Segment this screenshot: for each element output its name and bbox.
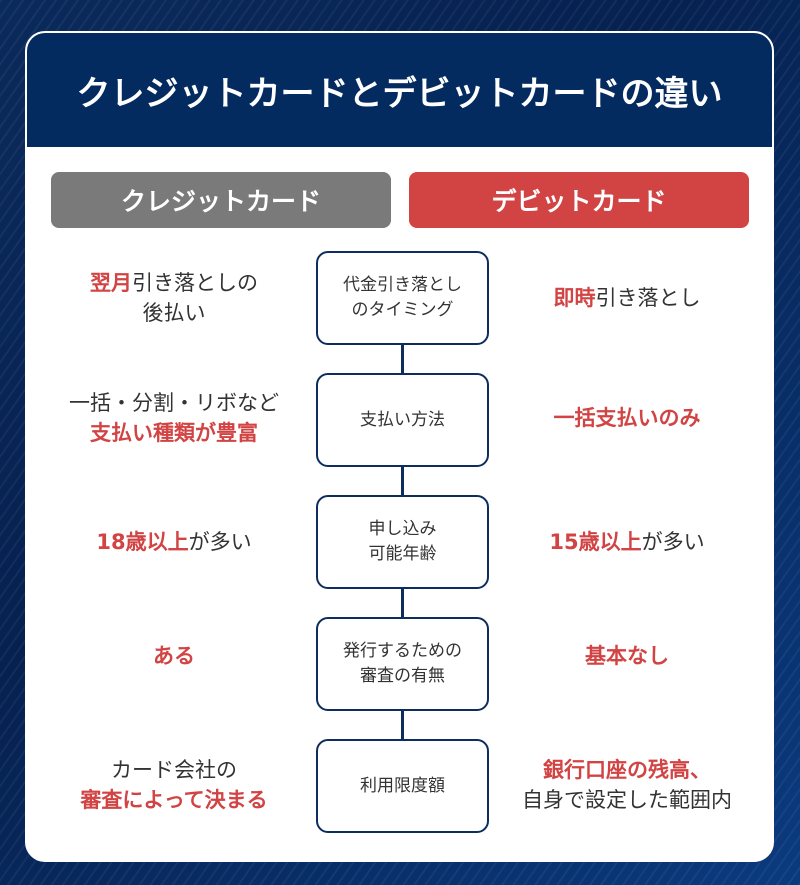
debit-value-credit-limit: 銀行口座の残高、 自身で設定した範囲内 <box>487 755 767 816</box>
highlight-text: ある <box>153 644 195 668</box>
plain-text: カード会社の <box>111 758 237 782</box>
plain-text: 自身で設定した範囲内 <box>522 788 732 813</box>
connector-line <box>401 343 404 375</box>
credit-value-eligible-age: 18歳以上が多い <box>39 527 309 557</box>
plain-text: 一括・分割・リボなど <box>69 391 279 415</box>
highlight-text: 基本なし <box>585 644 669 668</box>
highlight-text: 一括支払いのみ <box>553 406 701 430</box>
connector-line <box>401 587 404 619</box>
highlight-text: 銀行口座の残高、 <box>543 758 711 782</box>
header-banner: クレジットカードとデビットカードの違い <box>27 33 772 147</box>
connector-line <box>401 709 404 741</box>
category-box-eligible-age: 申し込み 可能年齢 <box>316 495 489 589</box>
category-box-payment-timing: 代金引き落とし のタイミング <box>316 251 489 345</box>
highlight-text: 即時 <box>553 286 596 310</box>
debit-card-column-header: デビットカード <box>409 172 749 228</box>
page-title: クレジットカードとデビットカードの違い <box>76 73 723 114</box>
comparison-card: クレジットカードとデビットカードの違い クレジットカード デビットカード 代金引… <box>25 31 774 862</box>
highlight-text: 18歳以上 <box>96 530 189 554</box>
plain-text: 引き落とし <box>595 286 701 310</box>
debit-value-payment-method: 一括支払いのみ <box>487 403 767 433</box>
debit-value-payment-timing: 即時引き落とし <box>487 283 767 313</box>
highlight-text: 15歳以上 <box>549 530 642 554</box>
category-box-screening: 発行するための 審査の有無 <box>316 617 489 711</box>
credit-card-column-header: クレジットカード <box>51 172 391 228</box>
plain-text: 引き落としの <box>132 271 258 295</box>
category-box-credit-limit: 利用限度額 <box>316 739 489 833</box>
plain-text: が多い <box>641 530 705 554</box>
debit-value-screening: 基本なし <box>487 641 767 671</box>
credit-value-payment-timing: 翌月引き落としの 後払い <box>39 268 309 329</box>
credit-value-credit-limit: カード会社の 審査によって決まる <box>39 755 309 816</box>
plain-text: が多い <box>188 530 252 554</box>
plain-text: 後払い <box>142 301 206 326</box>
category-box-payment-method: 支払い方法 <box>316 373 489 467</box>
connector-line <box>401 465 404 497</box>
highlight-text: 翌月 <box>90 271 132 295</box>
highlight-text: 審査によって決まる <box>80 788 268 813</box>
debit-value-eligible-age: 15歳以上が多い <box>487 527 767 557</box>
credit-value-payment-method: 一括・分割・リボなど 支払い種類が豊富 <box>39 388 309 449</box>
highlight-text: 支払い種類が豊富 <box>90 421 258 446</box>
credit-value-screening: ある <box>39 641 309 671</box>
